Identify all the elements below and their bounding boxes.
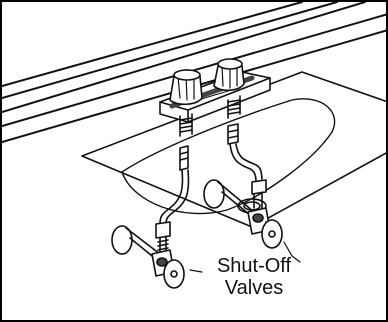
callout-line-2: Valves (224, 277, 284, 299)
supply-tube-right (227, 123, 267, 209)
shut-off-valve-right (203, 179, 283, 249)
callout-line-1: Shut-Off (216, 255, 292, 277)
shut-off-valve-left (111, 225, 185, 289)
supply-tube-left (155, 145, 190, 253)
callout-leaders (189, 241, 301, 273)
faucet-handle-left (169, 69, 203, 106)
faucet-shanks (179, 95, 241, 137)
shut-off-valves-label: Shut-Off Valves (199, 255, 309, 299)
faucet-handle-right (213, 58, 245, 92)
